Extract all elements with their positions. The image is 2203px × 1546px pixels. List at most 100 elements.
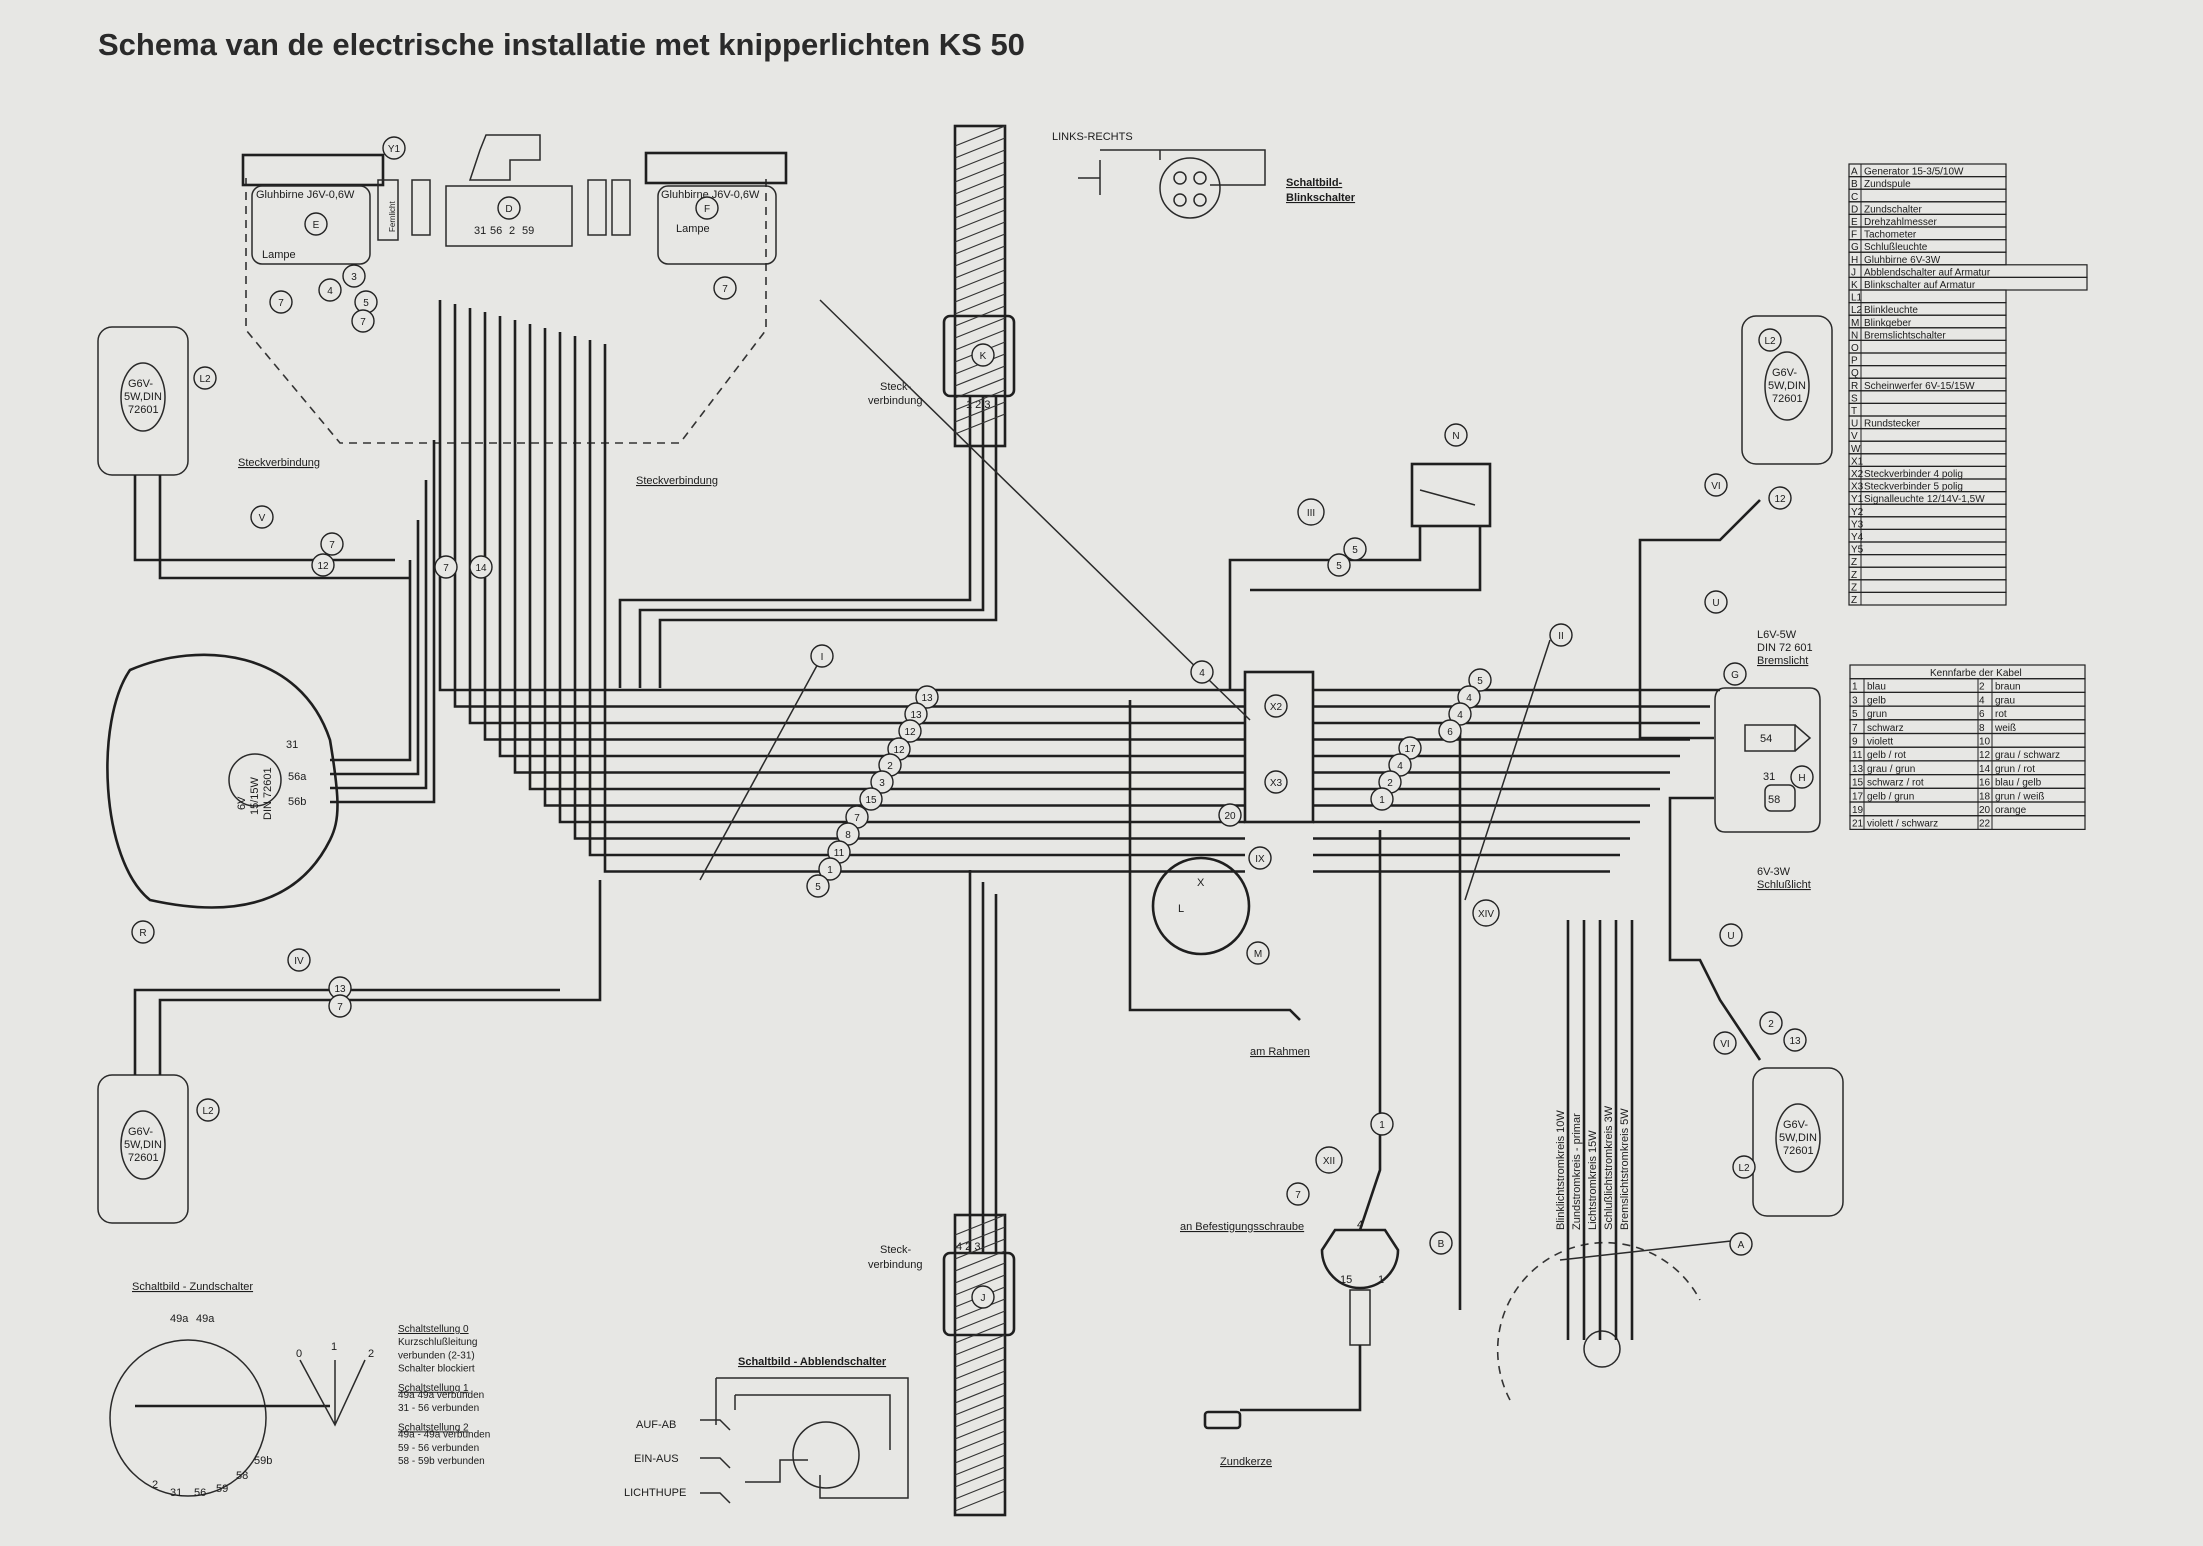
connector-block-x2-x3	[1243, 670, 1315, 824]
grip-hatch	[954, 377, 1006, 399]
turn-signal-wire	[158, 880, 602, 1075]
marker-X2: X2	[1264, 694, 1288, 718]
spark-plug: Zundkerze	[1203, 1410, 1272, 1468]
zs-2: 2	[152, 1479, 158, 1491]
marker-label: 2	[1387, 778, 1393, 789]
cable-color: weiß	[1994, 723, 2016, 734]
grip-hatch	[954, 1478, 1006, 1500]
wire-bundle-line	[543, 328, 1245, 807]
marker-label: U	[1712, 598, 1719, 609]
brake-spec1: L6V-5W	[1757, 629, 1797, 641]
legend-key: H	[1851, 255, 1858, 266]
wire-bundle-line	[573, 336, 1245, 840]
marker-circle	[915, 685, 939, 709]
marker-circle	[713, 276, 737, 300]
auf-ab-label: AUF-AB	[636, 1419, 676, 1431]
abblendschalter-title: Schaltbild - Abblendschalter	[738, 1356, 887, 1368]
marker-circle	[434, 555, 458, 579]
marker-circle	[131, 920, 155, 944]
cable-number: 20	[1979, 805, 1991, 816]
marker-label: D	[505, 204, 512, 215]
cable-number: 10	[1979, 737, 1991, 748]
marker-label: 4	[1457, 710, 1463, 721]
bulb-spec: G6V-	[128, 1126, 153, 1138]
grip-hatch	[954, 1262, 1006, 1284]
terminal-31: 31	[474, 225, 486, 237]
marker-circle	[1468, 668, 1492, 692]
zundschalter-note: Schaltstellung 0	[398, 1324, 469, 1335]
marker-B: B	[1429, 1231, 1453, 1255]
marker-label: 5	[1352, 545, 1358, 556]
legend-key: X3	[1851, 482, 1864, 493]
zundschalter-note: Schalter blockiert	[398, 1364, 475, 1375]
zundschalter-note: 49a 49a verbunden	[398, 1390, 484, 1401]
cable-number: 7	[1852, 723, 1858, 734]
marker-label: 12	[1774, 494, 1786, 505]
marker-label: 13	[334, 984, 346, 995]
marker-label: 7	[337, 1002, 343, 1013]
zundkerze-label: Zundkerze	[1220, 1456, 1272, 1468]
grip-hatch	[954, 329, 1006, 351]
marker-K: K	[971, 343, 995, 367]
bulb-spec: G6V-	[1772, 367, 1797, 379]
turn-signal-wire	[158, 475, 410, 580]
headlight-spec3: DIN 72601	[262, 767, 274, 820]
grip-hatch	[954, 305, 1006, 327]
legend-key: J	[1851, 267, 1856, 278]
legend-desc: Gluhbirne 6V-3W	[1864, 255, 1941, 266]
marker-circle	[1704, 590, 1728, 614]
abblendschalter-j-box	[942, 1251, 1016, 1337]
zundschalter-note: Schaltstellung 1	[398, 1383, 469, 1394]
bulb-spec: 5W,DIN	[124, 391, 162, 403]
legend-key: Z	[1851, 582, 1857, 593]
legend-key: Y2	[1851, 507, 1864, 518]
grip-hatch	[954, 1358, 1006, 1380]
marker-circle	[1370, 1112, 1394, 1136]
marker-label: J	[981, 1293, 986, 1304]
legend-desc: Abblendschalter auf Armatur	[1864, 267, 1991, 278]
marker-label: 12	[893, 745, 905, 756]
brake-spec2: DIN 72 601	[1757, 642, 1813, 654]
zs-58: 58	[236, 1470, 248, 1482]
legend-key: X2	[1851, 469, 1864, 480]
turn-signal-housing	[1752, 1067, 1844, 1217]
instrument-cluster: Gluhbirne J6V-0,6W Gluhbirne J6V-0,6W La…	[241, 134, 788, 444]
marker-label: IV	[294, 956, 304, 967]
cable-number: 14	[1979, 764, 1991, 775]
taillight-wire	[1668, 796, 1762, 1061]
marker-circle	[1783, 1028, 1807, 1052]
zs-49a-1: 49a	[170, 1313, 189, 1325]
marker-label: Y1	[388, 144, 401, 155]
grip-hatch	[954, 257, 1006, 279]
marker-label: 7	[722, 284, 728, 295]
bulb-icon	[1775, 1103, 1821, 1173]
marker-V: V	[250, 505, 274, 529]
marker-13: 13	[1783, 1028, 1807, 1052]
legend-key: P	[1851, 356, 1858, 367]
marker-circle	[1248, 846, 1272, 870]
marker-5: 5	[1327, 553, 1351, 577]
marker-L2: L2	[196, 1098, 220, 1122]
grip-hatch	[954, 1394, 1006, 1416]
wire-bundle-line	[453, 304, 1245, 708]
headlight-56a: 56a	[288, 771, 307, 783]
generator-circuit-label: Bremslichtstromkreis 5W	[1619, 1108, 1631, 1230]
legend-key: R	[1851, 381, 1858, 392]
wire-bundle-line	[438, 300, 1245, 692]
cable-color: grau / grun	[1867, 764, 1915, 775]
marker-circle	[287, 948, 311, 972]
cable-color: orange	[1995, 805, 2027, 816]
legend-desc: Scheinwerfer 6V-15/15W	[1864, 381, 1975, 392]
cable-color: violett	[1867, 737, 1893, 748]
turn-signal-wire	[133, 988, 560, 1075]
marker-IV: IV	[287, 948, 311, 972]
legend-row	[1848, 516, 2007, 530]
legend-row	[1848, 440, 2007, 455]
marker-label: 4	[1466, 693, 1472, 704]
marker-label: 13	[910, 710, 922, 721]
legend-desc: Drehzahlmesser	[1864, 217, 1937, 228]
grip-hatch	[954, 1418, 1006, 1440]
grip-hatch	[954, 365, 1006, 387]
